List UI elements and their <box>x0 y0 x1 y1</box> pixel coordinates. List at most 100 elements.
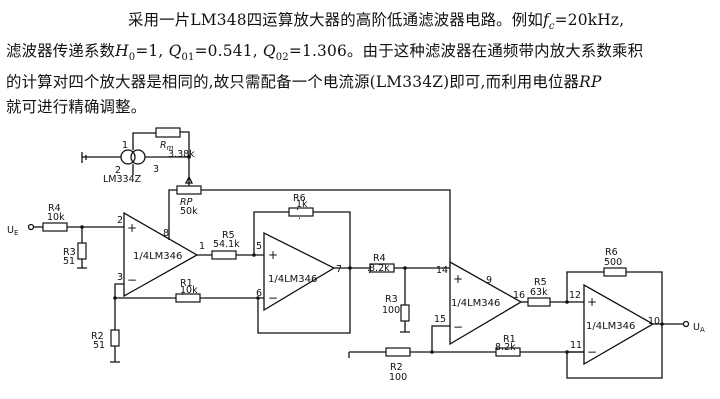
r3a-value: 51 <box>63 256 75 267</box>
svg-text:.: . <box>368 265 371 276</box>
r2a-name: R2 <box>91 331 104 342</box>
op-amp-4: + − 1/4LM346 12 11 10 <box>565 283 683 379</box>
a1-pin-in-plus: 2 <box>117 215 123 226</box>
r6a-value: 1k <box>296 199 308 210</box>
op-amp-3: + − 1/4LM346 14 15 16 9 <box>430 260 528 354</box>
r1b-value: 8.2k <box>495 342 516 353</box>
svg-text:.: . <box>369 263 372 274</box>
svg-text:.: . <box>181 287 184 298</box>
resistor-r4-stage1: R4 10k <box>42 203 124 232</box>
r2a-value: 51 <box>93 340 105 351</box>
source-pin-1: 1 <box>122 140 128 151</box>
r4a-name: R4 <box>48 203 61 214</box>
svg-text:.: . <box>298 211 301 222</box>
r6a-name: R6 <box>293 193 306 204</box>
r1a-name: R1 <box>180 278 193 289</box>
output-label: U <box>693 322 700 333</box>
rm-name: R <box>160 140 167 151</box>
r5a-value: 54.1k <box>213 239 240 250</box>
a4-pin-in-minus: 11 <box>570 340 582 351</box>
potentiometer-rp: RP 50k <box>168 175 451 267</box>
resistor-r4-stage3: R4 . . . . <box>367 253 450 276</box>
r4b-name: R4 <box>373 253 386 264</box>
resistor-r3-stage1: R3 51 <box>63 227 87 269</box>
rp-name: RP <box>180 197 193 208</box>
a3-minus: − <box>453 320 463 334</box>
current-source: 1 2 3 LM334Z <box>81 132 159 185</box>
op-amp-1: + − 1/4LM346 2 3 1 8 <box>114 211 212 298</box>
a1-pin-in-minus: 3 <box>117 272 123 283</box>
source-pin-3: 3 <box>153 164 159 175</box>
a1-minus: − <box>127 273 137 287</box>
a2-label: 1/4LM346 <box>268 274 317 285</box>
r2b-name: R2 <box>390 362 403 373</box>
a4-pin-in-plus: 12 <box>569 290 581 301</box>
resistor-r1-stage1: R1 . 10k <box>115 278 264 303</box>
a2-minus: − <box>268 291 278 305</box>
r1b-name: R1 <box>503 334 516 345</box>
potentiometer-r2-stage3: R2 100 <box>348 347 584 383</box>
r4a-value: 10k <box>47 212 65 223</box>
a3-pin-power: 9 <box>486 275 492 286</box>
rm-sub: m <box>167 144 174 152</box>
svg-text:UE: UE <box>7 225 18 237</box>
a4-label: 1/4LM346 <box>586 321 635 332</box>
svg-text:Rm: Rm <box>160 140 174 152</box>
a4-pin-out: 10 <box>648 316 660 327</box>
a2-pin-in-plus: 5 <box>256 241 262 252</box>
a2-pin-out: 7 <box>336 264 342 275</box>
text-line-3: 的计算对四个放大器是相同的,故只需配备一个电流源(LM334Z)即可,而利用电位… <box>6 73 602 92</box>
source-pin-2: 2 <box>115 165 121 176</box>
rm-value: 3.38k <box>168 149 195 160</box>
a2-pin-in-minus: 6 <box>256 288 262 299</box>
r5b-value: 63k <box>530 287 548 298</box>
r2b-value: 100 <box>389 372 407 383</box>
r3b-name: R3 <box>385 294 398 305</box>
output-sub: A <box>700 326 705 334</box>
svg-text:.: . <box>369 261 372 272</box>
svg-text:.: . <box>496 342 499 353</box>
svg-text:.: . <box>367 263 370 274</box>
text-line-1: 采用一片LM348四运算放大器的高阶低通滤波器电路。例如fc=20kHz, <box>128 11 625 33</box>
a1-pin-power: 8 <box>163 228 169 239</box>
r3a-name: R3 <box>63 247 76 258</box>
a3-pin-out: 16 <box>513 290 525 301</box>
description-paragraph: 采用一片LM348四运算放大器的高阶低通滤波器电路。例如fc=20kHz, 滤波… <box>6 8 714 120</box>
svg-text:UA: UA <box>693 322 705 334</box>
r5a-name: R5 <box>222 230 235 241</box>
resistor-r1-stage3: R1 . <box>495 334 521 357</box>
a4-plus: + <box>587 295 597 309</box>
a1-pin-out: 1 <box>199 241 205 252</box>
input-label: U <box>7 225 14 236</box>
a3-pin-in-plus: 14 <box>436 265 448 276</box>
svg-text:.: . <box>296 202 299 213</box>
r4b-value: 8.2k <box>369 263 390 274</box>
resistor-r6-stage2: R6 . . 1k <box>252 193 351 268</box>
a1-plus: + <box>127 221 137 235</box>
resistor-r6-stage4: R6 500 <box>566 247 663 324</box>
input-sub: E <box>14 229 18 237</box>
r5b-name: R5 <box>534 277 547 288</box>
a3-label: 1/4LM346 <box>451 298 500 309</box>
resistor-r5-stage2: R5 54.1k <box>211 230 264 260</box>
a4-minus: − <box>587 345 597 359</box>
a3-pin-in-minus: 15 <box>434 314 446 325</box>
r3b-value: 100 <box>382 305 400 316</box>
r6b-name: R6 <box>605 247 618 258</box>
a3-plus: + <box>453 272 463 286</box>
rp-value: 50k <box>180 206 198 217</box>
input-terminal: UE <box>7 223 43 237</box>
r6b-value: 500 <box>604 257 622 268</box>
a2-plus: + <box>268 248 278 262</box>
text-line-4: 就可进行精确调整。 <box>6 98 147 117</box>
output-terminal: UA <box>682 320 705 334</box>
a1-label: 1/4LM346 <box>133 251 182 262</box>
op-amp-2: + − 1/4LM346 5 6 7 <box>256 231 370 334</box>
text-line-2: 滤波器传递系数H0=1, Q01=0.541, Q02=1.306。由于这种滤波… <box>6 42 644 64</box>
resistor-r2-stage1: R2 51 <box>91 296 120 363</box>
resistor-r3-stage3: R3 100 <box>382 268 410 333</box>
source-name: LM334Z <box>103 174 142 185</box>
r1a-value: 10k <box>180 285 198 296</box>
